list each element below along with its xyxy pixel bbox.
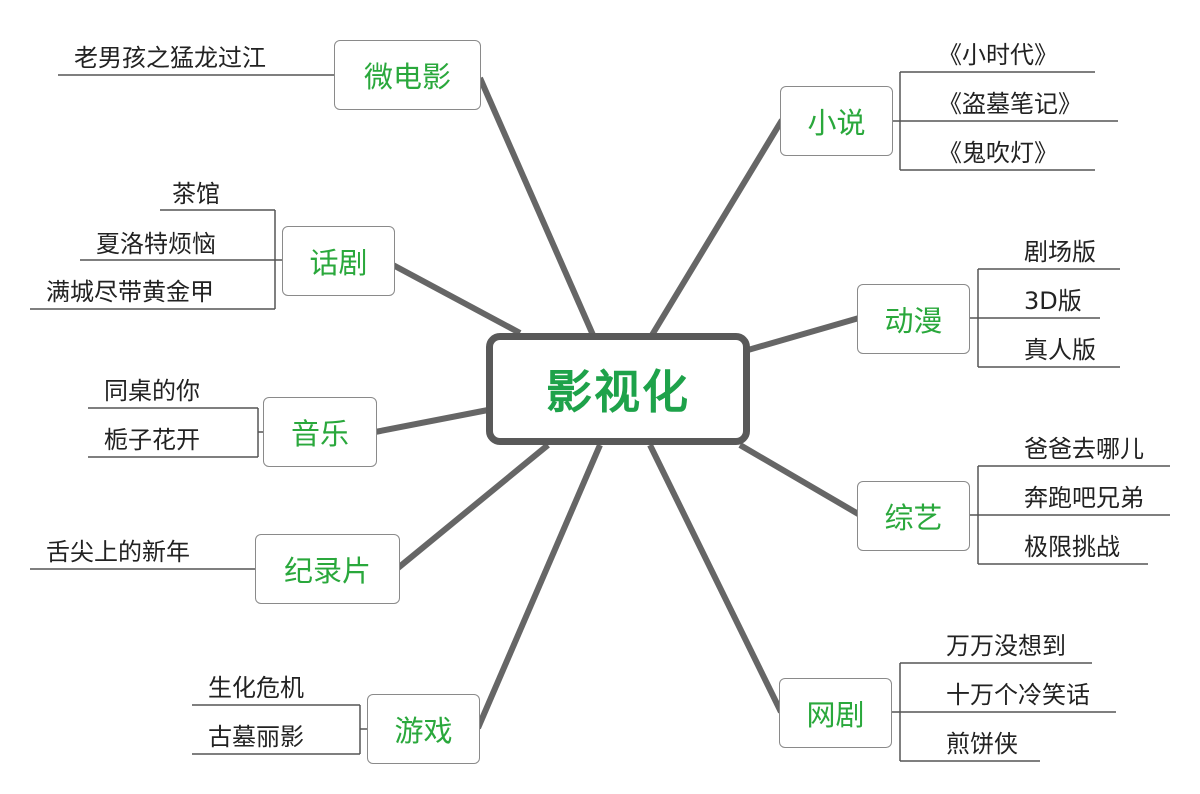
leaf-item[interactable]: 茶馆 xyxy=(172,180,220,208)
branch-label: 小说 xyxy=(807,106,866,140)
connector-youxi xyxy=(475,443,603,730)
branch-huaju[interactable]: 话剧 xyxy=(282,226,395,296)
connector-zongyi xyxy=(738,442,862,518)
leaf-item[interactable]: 极限挑战 xyxy=(1024,533,1120,561)
leaf-item[interactable]: 栀子花开 xyxy=(104,426,200,454)
branch-label: 游戏 xyxy=(394,714,453,748)
branch-weidianying[interactable]: 微电影 xyxy=(334,40,481,110)
leaf-item[interactable]: 爸爸去哪儿 xyxy=(1024,435,1144,463)
leaf-item[interactable]: 万万没想到 xyxy=(946,632,1066,660)
leaf-item[interactable]: 奔跑吧兄弟 xyxy=(1024,484,1144,512)
branch-zongyi[interactable]: 综艺 xyxy=(857,481,970,551)
branch-label: 综艺 xyxy=(884,501,943,535)
leaf-item[interactable]: 《盗墓笔记》 xyxy=(938,90,1082,118)
connector-yinyue xyxy=(374,407,489,435)
branch-label: 纪录片 xyxy=(283,554,371,588)
leaf-item[interactable]: 《小时代》 xyxy=(938,41,1058,69)
branch-wangju[interactable]: 网剧 xyxy=(779,678,892,748)
branch-label: 微电影 xyxy=(363,60,451,94)
leaf-item[interactable]: 十万个冷笑话 xyxy=(946,681,1090,709)
leaf-item[interactable]: 同桌的你 xyxy=(104,377,200,405)
connector-huaju xyxy=(391,262,522,336)
branch-dongman[interactable]: 动漫 xyxy=(857,284,970,354)
connector-dongman xyxy=(747,315,860,353)
branch-label: 动漫 xyxy=(884,304,943,338)
leaf-item[interactable]: 3D版 xyxy=(1024,287,1082,315)
leaf-item[interactable]: 老男孩之猛龙过江 xyxy=(74,44,266,72)
leaf-item[interactable]: 剧场版 xyxy=(1024,238,1096,266)
connector-xiaoshuo xyxy=(649,118,785,337)
central-topic-label: 影视化 xyxy=(546,365,690,419)
leaf-item[interactable]: 《鬼吹灯》 xyxy=(938,139,1058,167)
leaf-item[interactable]: 夏洛特烦恼 xyxy=(96,230,216,258)
leaf-item[interactable]: 舌尖上的新年 xyxy=(46,538,190,566)
branch-jilupian[interactable]: 纪录片 xyxy=(255,534,400,604)
branch-youxi[interactable]: 游戏 xyxy=(367,694,480,764)
branch-xiaoshuo[interactable]: 小说 xyxy=(780,86,893,156)
leaf-item[interactable]: 满城尽带黄金甲 xyxy=(46,278,214,306)
branch-label: 音乐 xyxy=(290,417,349,451)
connector-jilupian xyxy=(396,442,550,571)
connector-weidianying xyxy=(477,76,596,337)
branch-label: 话剧 xyxy=(309,246,368,280)
leaf-item[interactable]: 煎饼侠 xyxy=(946,730,1018,758)
leaf-item[interactable]: 真人版 xyxy=(1024,336,1096,364)
central-topic[interactable]: 影视化 xyxy=(486,333,750,445)
leaf-item[interactable]: 生化危机 xyxy=(208,674,304,702)
branch-yinyue[interactable]: 音乐 xyxy=(263,397,377,467)
branch-label: 网剧 xyxy=(806,698,865,732)
leaf-item[interactable]: 古墓丽影 xyxy=(208,723,304,751)
connector-wangju xyxy=(647,443,784,714)
